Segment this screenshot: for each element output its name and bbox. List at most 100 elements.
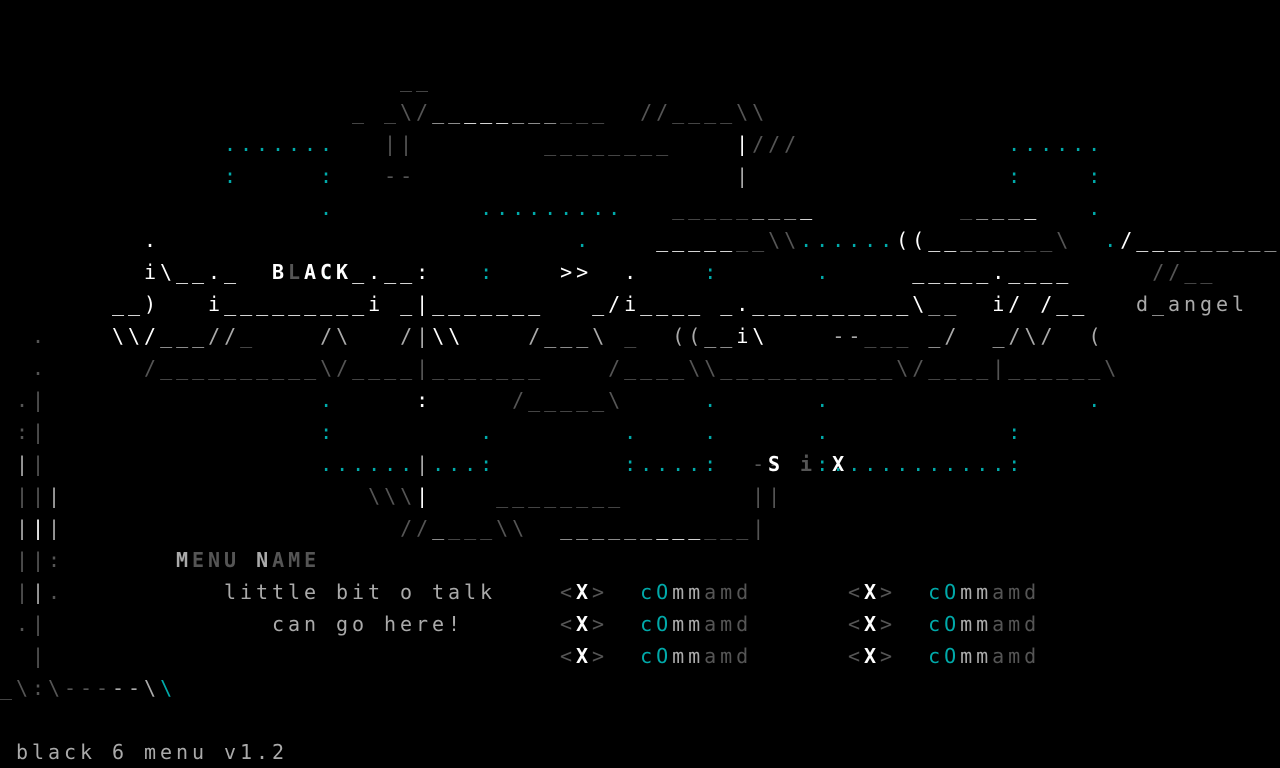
art-segment [48, 452, 320, 476]
art-segment [64, 484, 368, 508]
art-row: . \\/___//_ /\ /|\\ /___\ _ ((__i\ --___… [0, 320, 1104, 352]
art-segment: i [208, 292, 225, 316]
art-segment: | [32, 612, 49, 636]
art-segment: \ [752, 324, 769, 348]
art-segment [256, 324, 320, 348]
art-segment: _/i [592, 292, 641, 316]
logo-letter: L [288, 260, 305, 284]
command-bracket: > [592, 580, 609, 604]
logo-letter: S [768, 452, 785, 476]
art-segment: : [1008, 164, 1025, 188]
art-segment: __ [1184, 260, 1217, 284]
menu-command[interactable]: <X> cOmmamd [560, 640, 752, 672]
art-segment: ________ [496, 484, 625, 508]
art-segment: | [48, 516, 65, 540]
art-segment [1040, 196, 1088, 220]
art-segment [1072, 228, 1104, 252]
menu-command[interactable]: <X> cOmmamd [848, 576, 1040, 608]
art-segment: ___ [656, 516, 705, 540]
menu-command[interactable]: <X> cOmmamd [560, 608, 752, 640]
art-segment: _/ [928, 324, 961, 348]
art-segment: _/\/ [992, 324, 1057, 348]
art-segment: _ _ [352, 100, 401, 124]
footer-version: black 6 menu v1.2 [16, 740, 289, 764]
command-label: mm [672, 644, 705, 668]
command-bracket: > [880, 644, 897, 668]
art-segment: \/ [400, 100, 433, 124]
art-segment: :....: [624, 452, 721, 476]
art-segment: i [736, 324, 753, 348]
art-segment: . [816, 260, 833, 284]
art-segment: ____ [640, 292, 705, 316]
art-segment [0, 580, 16, 604]
art-segment: \ [1104, 356, 1121, 380]
art-segment [0, 132, 224, 156]
command-bracket: < [560, 644, 577, 668]
art-segment: _ [1024, 196, 1041, 220]
art-segment: : [48, 548, 65, 572]
art-segment: ___ [864, 324, 913, 348]
menu-command[interactable]: <X> cOmmamd [848, 608, 1040, 640]
art-segment: __) [112, 292, 161, 316]
art-segment: /__ [1040, 292, 1089, 316]
art-segment: || [16, 548, 49, 572]
art-segment [528, 516, 560, 540]
art-segment [592, 260, 624, 284]
art-row: ||| \\\| ________ || [0, 480, 784, 512]
art-segment: _________ [224, 292, 369, 316]
spacer [608, 612, 640, 636]
art-segment: . [1088, 196, 1105, 220]
logo-letter: X [832, 452, 849, 476]
art-segment: / [144, 356, 161, 380]
logo-letter: ACK [304, 260, 353, 284]
art-segment: / [608, 356, 625, 380]
command-hotkey: X [864, 612, 881, 636]
art-segment: | [48, 484, 65, 508]
art-row: .| . : /_____\ . . . [0, 384, 1104, 416]
art-segment: i/ [992, 292, 1025, 316]
art-segment [0, 420, 16, 444]
command-label: amd [992, 644, 1041, 668]
art-segment: . [624, 420, 641, 444]
art-segment: | [32, 516, 49, 540]
art-segment: // [400, 516, 433, 540]
logo-letter: i [800, 452, 817, 476]
art-segment: ...... [800, 228, 897, 252]
art-segment [48, 324, 112, 348]
art-segment [384, 292, 400, 316]
art-row: ....... || ________ |/// ...... [0, 128, 1104, 160]
art-segment: __ [400, 68, 433, 92]
command-bracket: < [848, 644, 865, 668]
art-segment: ___ [160, 324, 209, 348]
art-segment [352, 324, 400, 348]
art-segment [416, 228, 576, 252]
art-segment: || [16, 484, 49, 508]
art-segment: : [704, 260, 721, 284]
art-segment: _ [624, 324, 641, 348]
art-segment: >> [560, 260, 593, 284]
art-segment: ___ [976, 196, 1025, 220]
art-segment [1056, 324, 1088, 348]
art-segment: _____ [672, 196, 753, 220]
art-segment: | [752, 516, 769, 540]
art-segment: . [32, 356, 49, 380]
art-segment: \\ [736, 100, 769, 124]
art-segment [816, 196, 960, 220]
art-segment: . [576, 228, 593, 252]
art-row: . /__________\/____|_______ /____\\_____… [0, 352, 1120, 384]
menu-command[interactable]: <X> cOmmamd [848, 640, 1040, 672]
art-segment: . [704, 420, 721, 444]
art-segment [0, 164, 224, 188]
art-segment: : [1008, 452, 1025, 476]
art-segment [240, 164, 320, 188]
heading-part: M [176, 548, 193, 572]
art-row: ||. [0, 576, 64, 608]
art-segment [496, 420, 624, 444]
art-segment: | [16, 516, 33, 540]
art-segment [432, 484, 496, 508]
command-bracket: > [592, 612, 609, 636]
menu-command[interactable]: <X> cOmmamd [560, 576, 752, 608]
menu-name-heading: MENU NAME [144, 512, 320, 572]
art-segment [0, 228, 144, 252]
command-hotkey: X [864, 580, 881, 604]
